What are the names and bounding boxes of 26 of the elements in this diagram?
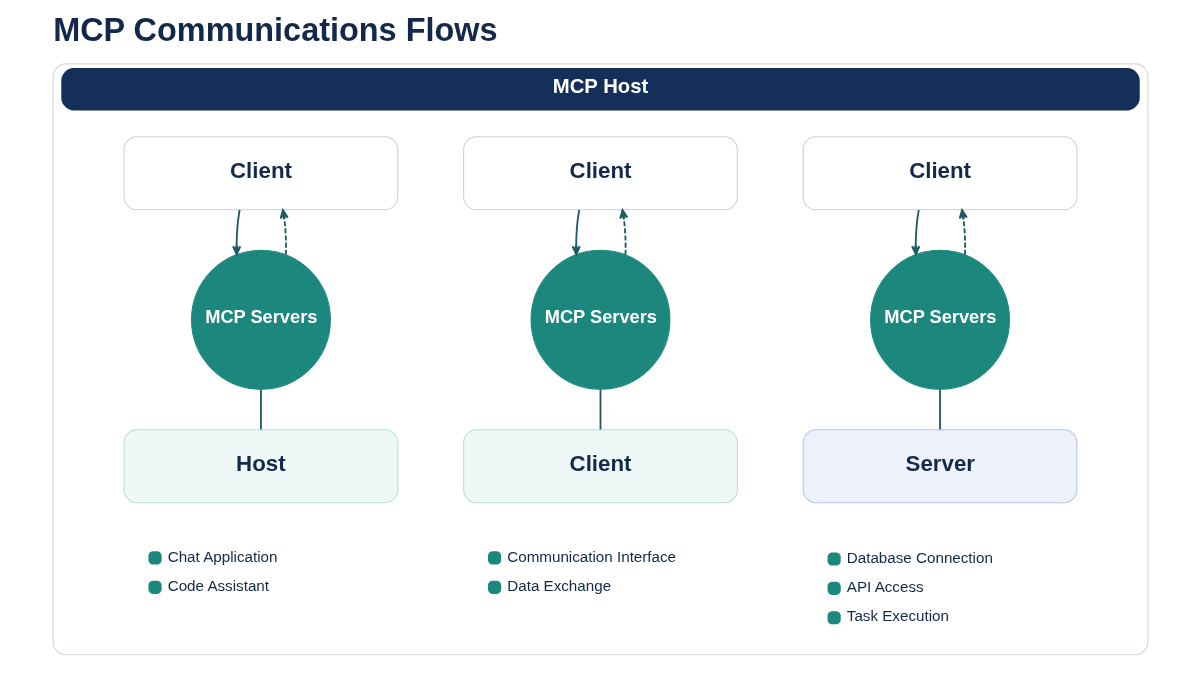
arrow — [231, 209, 241, 256]
node-label: Communication Interface — [506, 547, 676, 565]
node-circle: MCP Servers — [530, 249, 670, 390]
arrow — [910, 209, 920, 256]
node-circle: MCP Servers — [869, 249, 1010, 390]
node-box: Client — [462, 429, 738, 504]
node-box: Client — [802, 136, 1077, 211]
node-label: Database Connection — [846, 548, 993, 566]
node-box: Host — [123, 429, 398, 504]
node-label: Task Execution — [846, 607, 949, 625]
arrow — [958, 209, 968, 256]
connector — [259, 388, 262, 431]
arrow — [279, 209, 289, 256]
node-label: Code Assistant — [167, 576, 269, 594]
connector — [938, 388, 941, 431]
diagram-title: MCP Communications Flows — [52, 12, 498, 49]
arrow — [618, 209, 628, 256]
connector — [599, 388, 601, 431]
node-circle: MCP Servers — [190, 249, 331, 390]
node-label: Chat Application — [167, 547, 277, 565]
node-box: Server — [802, 429, 1077, 504]
node-box: Client — [462, 136, 738, 211]
arrow — [571, 209, 581, 256]
node-label: API Access — [846, 577, 924, 595]
node-box: Client — [123, 136, 398, 211]
node-label: Data Exchange — [506, 576, 611, 594]
